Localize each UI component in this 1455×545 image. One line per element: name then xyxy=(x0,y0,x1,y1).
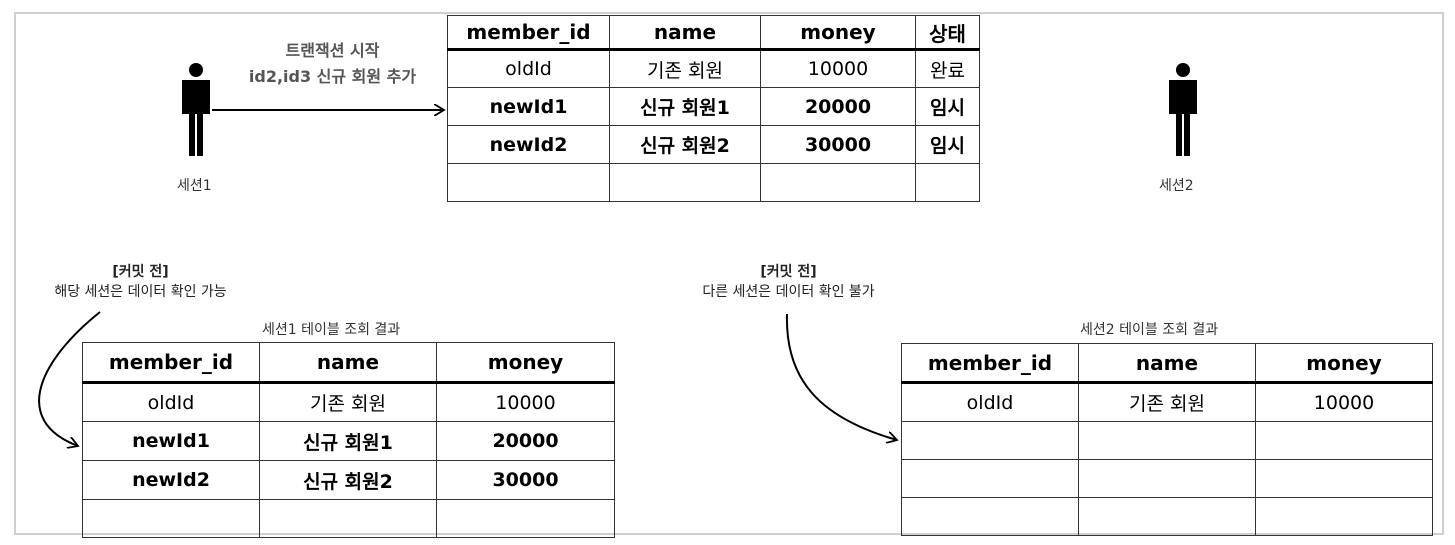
cell xyxy=(901,497,1079,536)
header-member-id: member_id xyxy=(901,343,1079,384)
header-money: money xyxy=(1255,343,1433,384)
table-row: oldId 기존 회원 10000 완료 xyxy=(447,49,980,88)
cell: 30000 xyxy=(436,460,615,500)
cell: 완료 xyxy=(915,49,980,88)
cell xyxy=(1078,497,1256,536)
session2-note-title: [커밋 전] xyxy=(760,264,817,280)
cell: 기존 회원 xyxy=(1078,382,1256,422)
cell: 30000 xyxy=(760,125,916,164)
table-row: oldId 기존 회원 10000 xyxy=(901,382,1433,422)
cell xyxy=(1255,421,1433,460)
cell xyxy=(915,163,980,202)
session1-result-title: 세션1 테이블 조회 결과 xyxy=(262,322,401,338)
cell xyxy=(901,459,1079,498)
table-row: newId2 신규 회원2 30000 xyxy=(82,460,615,500)
table-row xyxy=(82,499,615,538)
session2-result-table: member_id name money oldId 기존 회원 10000 xyxy=(901,343,1433,536)
header-name: name xyxy=(1078,343,1256,384)
table-row: newId1 신규 회원1 20000 임시 xyxy=(447,87,980,126)
cell: 임시 xyxy=(915,87,980,126)
cell xyxy=(82,499,260,538)
cell: newId1 xyxy=(82,421,260,461)
arrow-line2: id2,id3 신규 회원 추가 xyxy=(248,67,417,86)
cell: oldId xyxy=(447,49,610,88)
session1-label: 세션1 xyxy=(177,178,212,194)
cell xyxy=(436,499,615,538)
header-name: name xyxy=(259,342,437,384)
database-table: member_id name money 상태 oldId 기존 회원 1000… xyxy=(447,15,980,202)
cell: 임시 xyxy=(915,125,980,164)
table-row xyxy=(901,459,1433,498)
table-row: oldId 기존 회원 10000 xyxy=(82,382,615,422)
cell xyxy=(901,421,1079,460)
cell: oldId xyxy=(901,382,1079,422)
header-name: name xyxy=(609,15,761,51)
cell: 기존 회원 xyxy=(259,382,437,422)
cell: 신규 회원1 xyxy=(259,421,437,461)
table-row: newId1 신규 회원1 20000 xyxy=(82,421,615,461)
cell: 10000 xyxy=(1255,382,1433,422)
header-money: money xyxy=(760,15,916,51)
table-row xyxy=(901,497,1433,536)
session1-note: [커밋 전] 해당 세션은 데이터 확인 가능 xyxy=(18,262,263,302)
cell: oldId xyxy=(82,382,260,422)
cell: 10000 xyxy=(436,382,615,422)
cell: 20000 xyxy=(436,421,615,461)
cell xyxy=(1255,497,1433,536)
cell xyxy=(259,499,437,538)
arrow-line1: 트랜잭션 시작 xyxy=(285,41,380,60)
transaction-start-label: 트랜잭션 시작 id2,id3 신규 회원 추가 xyxy=(225,38,440,90)
session2-note: [커밋 전] 다른 세션은 데이터 확인 불가 xyxy=(676,262,901,302)
session1-result-table: member_id name money oldId 기존 회원 10000 n… xyxy=(82,342,615,538)
header-status: 상태 xyxy=(915,15,980,51)
cell: newId1 xyxy=(447,87,610,126)
cell: 20000 xyxy=(760,87,916,126)
table-row xyxy=(901,421,1433,460)
session1-person-icon xyxy=(182,63,210,156)
table-row: newId2 신규 회원2 30000 임시 xyxy=(447,125,980,164)
session2-person-icon xyxy=(1169,63,1197,156)
cell xyxy=(1078,459,1256,498)
session2-result-title: 세션2 테이블 조회 결과 xyxy=(1080,322,1219,338)
cell: 신규 회원2 xyxy=(259,460,437,500)
cell: 10000 xyxy=(760,49,916,88)
header-member-id: member_id xyxy=(82,342,260,384)
cell: 신규 회원2 xyxy=(609,125,761,164)
cell xyxy=(447,163,610,202)
header-money: money xyxy=(436,342,615,384)
cell xyxy=(1255,459,1433,498)
session1-note-text: 해당 세션은 데이터 확인 가능 xyxy=(54,284,227,300)
cell: newId2 xyxy=(82,460,260,500)
session2-label: 세션2 xyxy=(1159,178,1194,194)
session2-note-text: 다른 세션은 데이터 확인 불가 xyxy=(702,284,875,300)
session1-note-title: [커밋 전] xyxy=(112,264,169,280)
cell: 신규 회원1 xyxy=(609,87,761,126)
cell: 기존 회원 xyxy=(609,49,761,88)
cell xyxy=(1078,421,1256,460)
cell xyxy=(760,163,916,202)
cell xyxy=(609,163,761,202)
header-member-id: member_id xyxy=(447,15,610,51)
table-row xyxy=(447,163,980,202)
cell: newId2 xyxy=(447,125,610,164)
